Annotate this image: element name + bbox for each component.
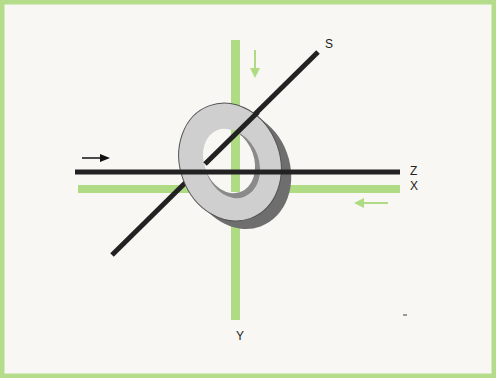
y-axis-bar <box>231 40 240 320</box>
ring <box>162 89 307 244</box>
flow-arrow <box>362 202 388 204</box>
axis-label: X <box>410 180 418 192</box>
axis-label: S <box>325 38 333 50</box>
arrow-head <box>250 68 260 78</box>
arrow-head <box>100 154 110 162</box>
mark <box>403 314 407 316</box>
s-axis <box>112 52 318 255</box>
axis-label: Y <box>236 330 244 342</box>
flow-arrow <box>82 157 102 159</box>
s-axis <box>205 112 258 164</box>
arrow-head <box>354 198 364 208</box>
z-axis <box>75 170 400 175</box>
axis-label: Z <box>410 165 417 177</box>
